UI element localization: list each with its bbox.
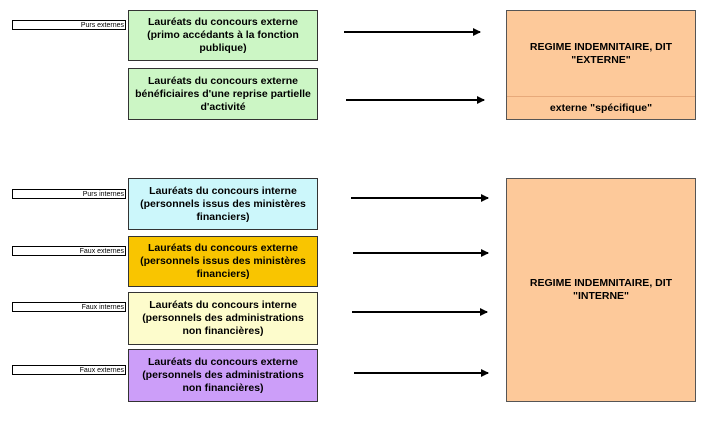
regime-externe-divider: [507, 96, 695, 97]
box-interne-ministeres: Lauréats du concours interne (personnels…: [128, 178, 318, 230]
tag-faux-internes: Faux internes: [12, 302, 126, 312]
tag-faux-externes-2: Faux externes: [12, 365, 126, 375]
tag-purs-externes: Purs externes: [12, 20, 126, 30]
regime-externe: REGIME INDEMNITAIRE, DIT "EXTERNE" exter…: [506, 10, 696, 120]
box-externe-admin: Lauréats du concours externe (personnels…: [128, 349, 318, 402]
regime-externe-specifique: externe "spécifique": [549, 102, 653, 114]
box-externe-ministeres: Lauréats du concours externe (personnels…: [128, 236, 318, 287]
box-externe-reprise: Lauréats du concours externe bénéficiair…: [128, 68, 318, 120]
box-externe-primo: Lauréats du concours externe (primo accé…: [128, 10, 318, 61]
regime-externe-title: REGIME INDEMNITAIRE, DIT "EXTERNE": [529, 41, 673, 66]
box-interne-admin: Lauréats du concours interne (personnels…: [128, 292, 318, 345]
regime-interne: REGIME INDEMNITAIRE, DIT "INTERNE": [506, 178, 696, 402]
regime-interne-title: REGIME INDEMNITAIRE, DIT "INTERNE": [529, 277, 673, 302]
tag-faux-externes: Faux externes: [12, 246, 126, 256]
tag-purs-internes: Purs internes: [12, 189, 126, 199]
